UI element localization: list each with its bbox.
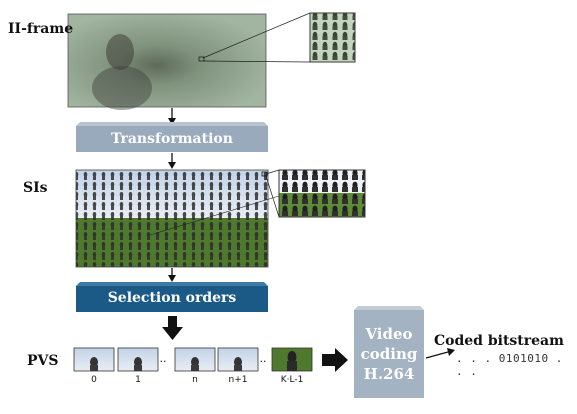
bitstream-value: . . . 0101010 . . . bbox=[456, 352, 563, 378]
video-coding-box bbox=[354, 306, 424, 398]
ii-frame-image bbox=[67, 13, 267, 110]
coded-bitstream-label: Coded bitstream bbox=[434, 333, 564, 349]
pvs-index-n: n bbox=[192, 375, 198, 385]
pvs-frame-1 bbox=[117, 347, 159, 372]
pvs-frames bbox=[73, 347, 313, 372]
pvs-index-1: 1 bbox=[135, 375, 141, 385]
video-coding-label: Video coding H.264 bbox=[354, 324, 424, 384]
sis-label: SIs bbox=[23, 180, 48, 196]
arrow-selection-to-pvs bbox=[162, 316, 183, 340]
pvs-label: PVS bbox=[27, 353, 59, 369]
sis-zoom-inset bbox=[149, 169, 366, 236]
ii-frame-zoom-inset bbox=[202, 12, 356, 63]
selection-orders-box bbox=[76, 282, 268, 312]
arrow-frame-to-transformation bbox=[168, 108, 176, 125]
pvs-frame-n bbox=[174, 347, 216, 372]
pvs-index-0: 0 bbox=[91, 375, 97, 385]
video-coding-line-1: Video bbox=[365, 325, 413, 343]
pvs-ellipsis-1: .. bbox=[159, 352, 167, 365]
pvs-index-last: K·L-1 bbox=[280, 375, 304, 385]
arrow-coding-to-bitstream bbox=[425, 348, 455, 359]
pvs-frame-0 bbox=[73, 347, 115, 372]
sis-mosaic bbox=[75, 169, 269, 268]
arrow-transformation-to-sis bbox=[168, 153, 176, 169]
transformation-box bbox=[76, 122, 268, 152]
transformation-label: Transformation bbox=[111, 131, 233, 147]
pvs-frame-n-plus-1 bbox=[217, 347, 259, 372]
arrow-sis-to-selection bbox=[168, 268, 176, 282]
pvs-ellipsis-2: .. bbox=[259, 352, 267, 365]
pvs-frame-last bbox=[271, 347, 313, 372]
ii-frame-label: II-frame bbox=[8, 21, 74, 37]
arrow-pvs-to-coding bbox=[322, 348, 348, 372]
selection-orders-label: Selection orders bbox=[107, 290, 237, 306]
video-coding-line-3: H.264 bbox=[363, 365, 415, 383]
pvs-index-n-plus-1: n+1 bbox=[228, 375, 248, 385]
video-coding-line-2: coding bbox=[360, 345, 418, 363]
